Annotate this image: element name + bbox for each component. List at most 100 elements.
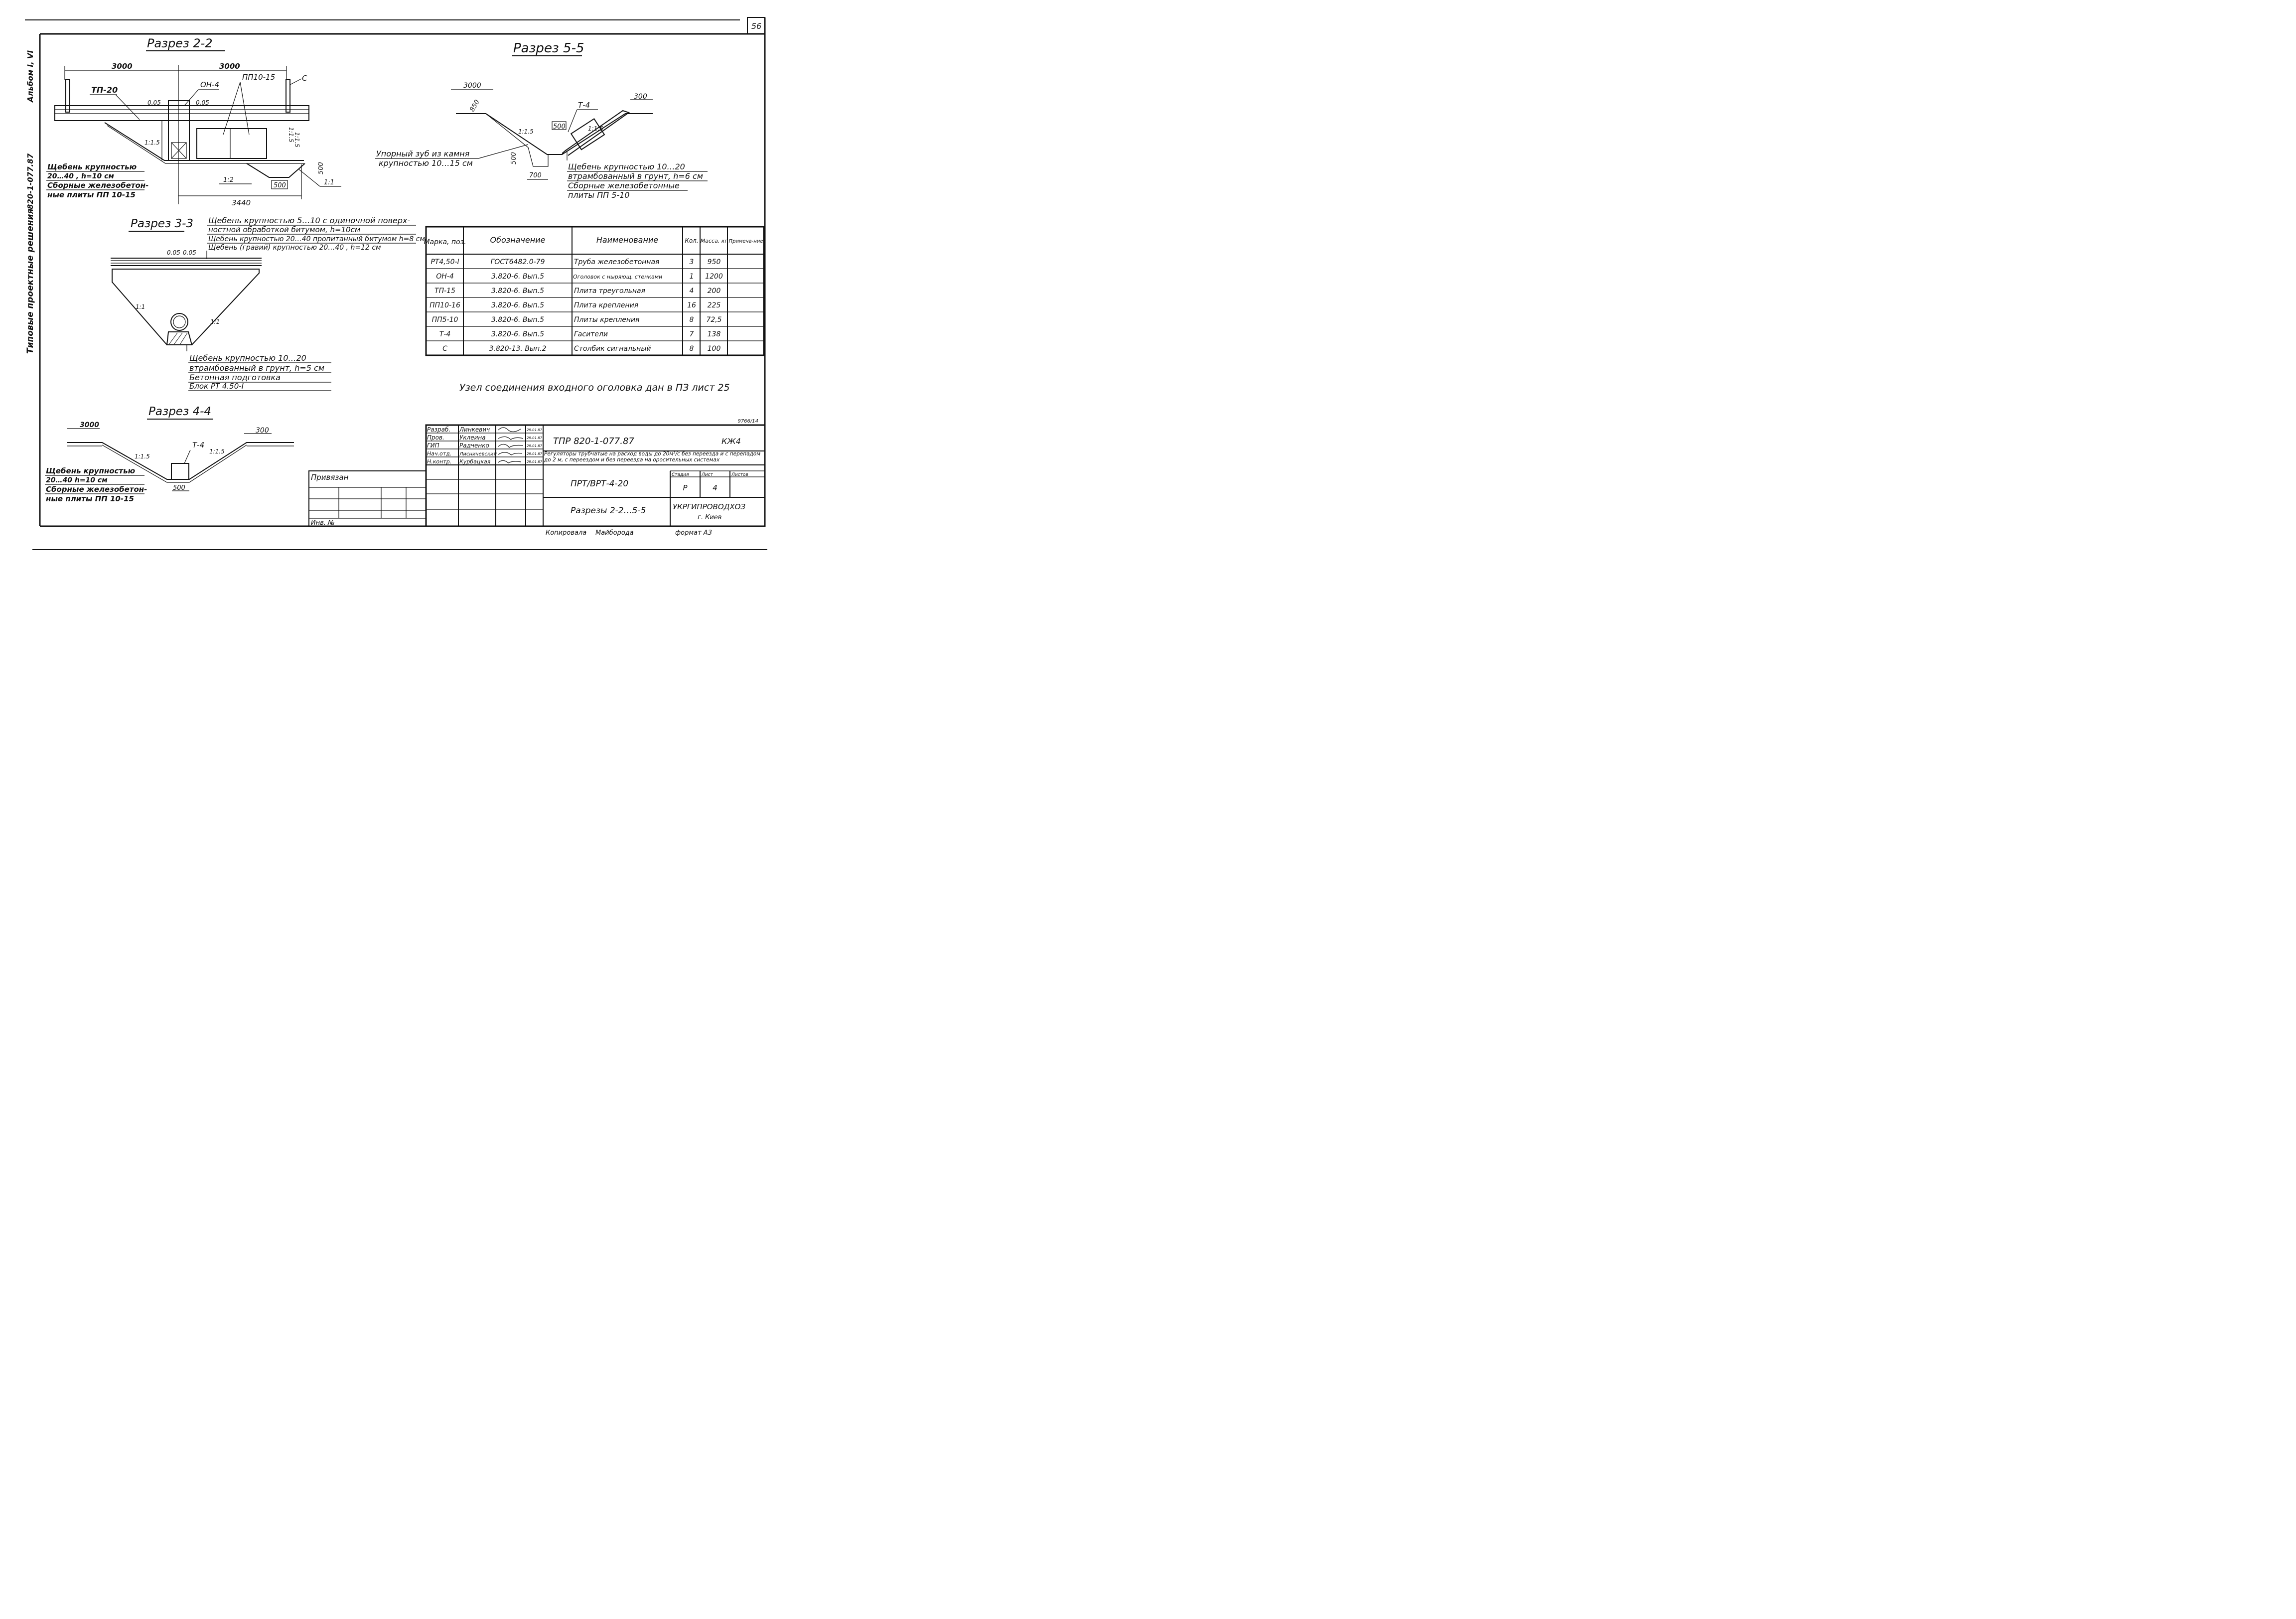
role-date: 29.01.87 — [527, 428, 543, 432]
leader-line — [115, 94, 140, 120]
role-name: Курбацкая — [459, 458, 491, 465]
object-code: ПРТ/ВРТ-4-20 — [571, 479, 628, 489]
cell-qty: 4 — [690, 287, 694, 295]
s33-top-note-4: Щебень (гравий) крупностью 20…40 , h=12 … — [208, 244, 381, 252]
table-row: С 3.820-13. Вып.2 Столбик сигнальный 8 1… — [442, 345, 720, 353]
cell-qty: 8 — [690, 316, 694, 324]
doc-description-box: Регуляторы трубчатые на расход воды до 2… — [544, 451, 761, 463]
section-2-2-title: Разрез 2-2 — [147, 36, 213, 50]
slope-1-2: 1:2 — [223, 176, 234, 184]
sheet-ref: 9766/14 — [737, 419, 758, 424]
dim-300: 300 — [256, 427, 269, 435]
s33-bottom-note-2: втрамбованный в грунт, h=5 см — [189, 363, 324, 373]
s55-right-note-2: втрамбованный в грунт, h=6 см — [568, 171, 703, 181]
s33-top-note-2: ностной обработкой битумом, h=10см — [208, 225, 360, 234]
section-2-2: Разрез 2-2 3000 3000 С ТП-20 0.05 0.05 О… — [46, 36, 341, 207]
dim-500: 500 — [274, 182, 286, 189]
table-row: ПП5-10 3.820-6. Вып.5 Плиты крепления 8 … — [432, 316, 722, 324]
leader-line — [240, 82, 250, 135]
slope-005-left: 0.05 — [167, 249, 180, 256]
role: Пров. — [427, 434, 444, 441]
role-date: 29.01.87 — [527, 444, 543, 448]
dim-3000: 3000 — [463, 82, 481, 90]
signature — [498, 460, 522, 463]
node-note: Узел соединения входного оголовка дан в … — [459, 382, 730, 393]
s44-note-line-1: Щебень крупностью — [46, 466, 136, 475]
s44-note-line-2: 20…40 h=10 см — [46, 476, 108, 484]
cell-mass: 200 — [708, 287, 721, 295]
dim-3440: 3440 — [232, 198, 251, 207]
s22-note-line-1: Щебень крупностью — [47, 162, 137, 171]
section-5-5: Разрез 5-5 3000 300 850 Т-4 1:1.5 1:1.5 … — [375, 41, 708, 200]
pipe-cross — [171, 142, 187, 159]
role-name: Линкевич — [459, 426, 490, 433]
dim-500-v: 500 — [317, 162, 325, 174]
cell-mass: 100 — [708, 345, 721, 353]
slope-005-left: 0.05 — [147, 99, 161, 106]
role: ГИП — [427, 442, 439, 449]
signal-post-right — [286, 79, 290, 113]
cell-mass: 72,5 — [706, 316, 721, 324]
s22-note-line-4: ные плиты ПП 10-15 — [47, 190, 136, 199]
header-mass: Масса, кг — [701, 238, 728, 244]
role-name: Уклеина — [459, 434, 486, 441]
channel-trench — [246, 163, 305, 178]
s55-left-note-2: крупностью 10…15 см — [379, 158, 473, 168]
cell-qty: 16 — [687, 301, 696, 309]
slope-label: 1:1.5 — [144, 139, 160, 146]
cell-mark: РТ4,50-I — [430, 258, 459, 266]
cell-mark: ПП5-10 — [432, 316, 458, 324]
leader-line — [298, 169, 320, 187]
header-name: Наименование — [596, 235, 658, 245]
dim-3000-left: 3000 — [112, 62, 133, 71]
cell-mark: ОН-4 — [436, 273, 454, 281]
dim-500: 500 — [173, 484, 185, 492]
pipe-block — [166, 331, 193, 345]
channel-slope — [104, 122, 304, 161]
role-date: 29.01.87 — [527, 460, 543, 464]
cell-designation: 3.820-6. Вып.5 — [491, 287, 544, 295]
s33-top-note-1: Щебень крупностью 5…10 с одиночной повер… — [208, 216, 410, 225]
cell-designation: 3.820-6. Вып.5 — [491, 273, 544, 281]
dim-700: 700 — [529, 172, 542, 179]
cell-name: Плита треугольная — [574, 287, 645, 295]
s33-top-note-3: Щебень крупностью 20…40 пропитанный биту… — [208, 235, 425, 243]
dim-box — [552, 121, 567, 130]
header-mark: Марка, поз. — [424, 238, 466, 246]
cell-qty: 7 — [690, 330, 694, 338]
slope-label: 1:1.5 — [135, 453, 150, 460]
header-designation: Обозначение — [490, 235, 545, 245]
cell-name: Плиты крепления — [574, 316, 640, 324]
hatch — [180, 332, 188, 344]
s55-right-note-1: Щебень крупностью 10…20 — [568, 162, 685, 171]
cell-designation: 3.820-6. Вып.5 — [491, 316, 544, 324]
sheet-header: Лист — [701, 472, 714, 477]
s33-bottom-note-1: Щебень крупностью 10…20 — [189, 353, 306, 363]
hatch — [169, 332, 178, 344]
s55-right-note-3: Сборные железобетонные — [568, 181, 680, 190]
table-row: РТ4,50-I ГОСТ6482.0-79 Труба железобетон… — [430, 258, 720, 266]
approval-row: Н.контр. Курбацкая 29.01.87 — [427, 458, 543, 465]
leader-line — [223, 82, 241, 135]
side-margin-code: 820-1-077.87 — [26, 153, 35, 209]
cell-designation: 3.820-6. Вып.5 — [491, 301, 544, 309]
approval-row: Пров. Уклеина 29.01.87 — [427, 434, 543, 441]
sheets-header: Листов — [731, 472, 748, 477]
doc-mark: КЖ4 — [721, 437, 741, 446]
role-date: 29.01.87 — [527, 452, 543, 456]
cell-mass: 1200 — [705, 273, 723, 281]
signature — [498, 427, 521, 433]
cell-designation: 3.820-13. Вып.2 — [489, 345, 546, 353]
pipe-inner — [173, 315, 186, 328]
s33-bottom-note-4: Блок РТ 4.50-I — [189, 382, 244, 391]
approval-row: Нач.отд. Лисничевский 29.01.87 — [427, 450, 543, 457]
cell-name: Плита крепления — [574, 301, 638, 309]
cell-qty: 3 — [690, 258, 694, 266]
s44-note-line-4: ные плиты ПП 10-15 — [46, 494, 134, 503]
signature — [498, 452, 523, 455]
s55-left-note-1: Упорный зуб из камня — [376, 149, 470, 158]
cell-name: Гасители — [574, 330, 608, 338]
inv-label: Инв. № — [311, 519, 335, 527]
doc-description: Регуляторы трубчатые на расход воды до 2… — [544, 451, 761, 463]
approval-row: ГИП Радченко 29.01.87 — [427, 442, 543, 449]
